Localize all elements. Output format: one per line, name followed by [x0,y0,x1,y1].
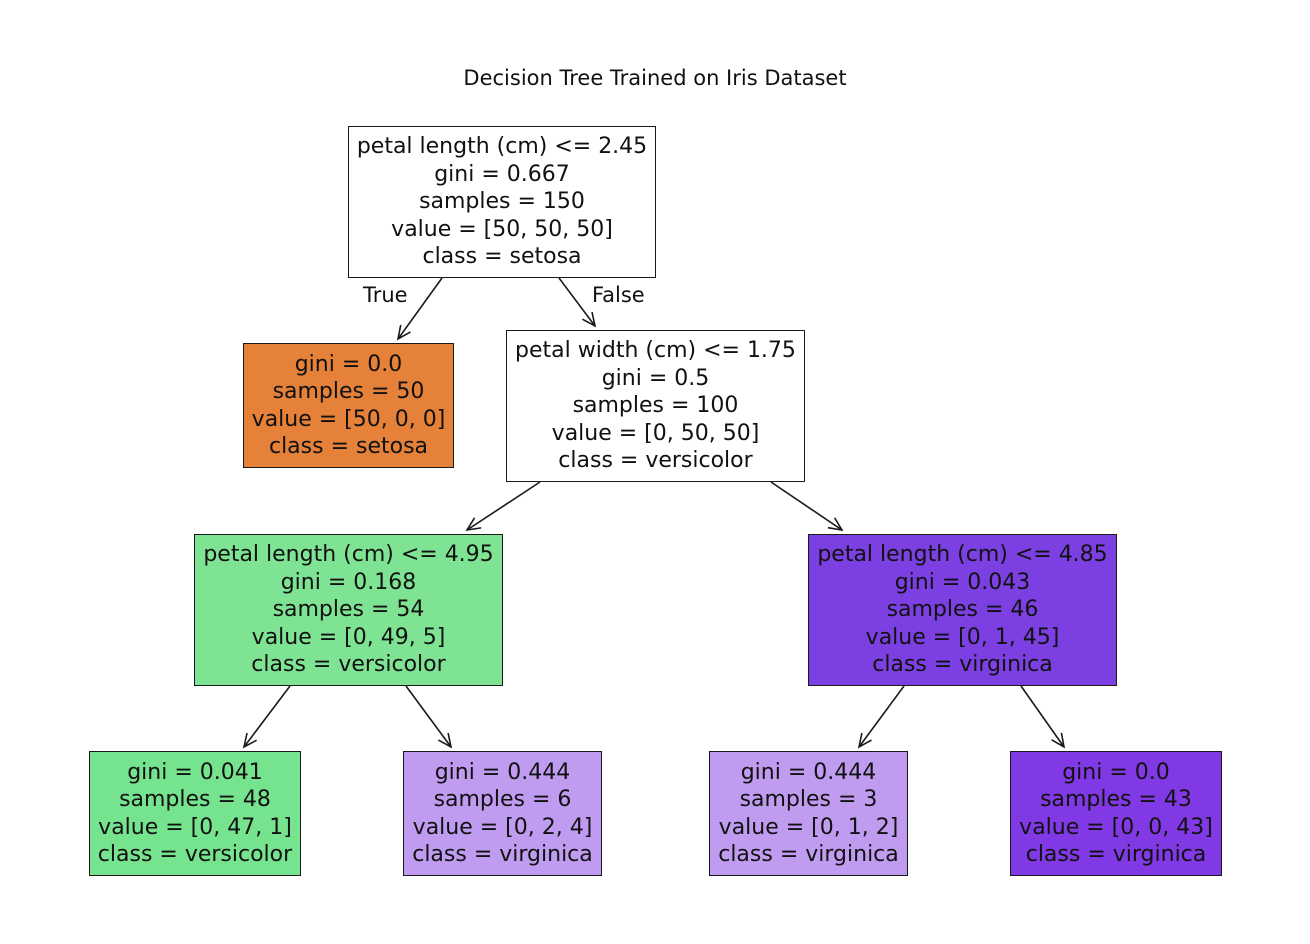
figure-title: Decision Tree Trained on Iris Dataset [463,66,847,90]
node-gini: gini = 0.0 [294,351,403,377]
node-gini: gini = 0.5 [601,365,710,391]
node-class: class = virginica [412,842,593,867]
node-leaf-virginica-43: gini = 0.0 samples = 43 value = [0, 0, 4… [1010,751,1222,876]
edge-left-to-virginica-leaf [405,685,453,749]
edge-root-to-setosa [396,277,443,341]
node-class: class = setosa [268,434,429,459]
node-value: value = [0, 1, 2] [718,814,899,840]
node-class: class = setosa [422,244,582,270]
node-value: value = [0, 1, 45] [865,624,1060,650]
node-class: class = versicolor [251,652,446,678]
node-gini: gini = 0.043 [894,569,1031,595]
edge-label-true: True [363,283,408,307]
edge-left-to-versicolor-leaf [242,685,291,749]
node-leaf-virginica-3: gini = 0.444 samples = 3 value = [0, 1, … [709,751,908,876]
node-gini: gini = 0.444 [434,759,571,785]
node-samples: samples = 54 [272,597,425,623]
node-split-rule: petal length (cm) <= 4.85 [817,542,1108,568]
node-leaf-setosa: gini = 0.0 samples = 50 value = [50, 0, … [243,343,454,468]
node-samples: samples = 50 [272,379,425,404]
node-samples: samples = 6 [433,787,572,812]
node-split-rule: petal length (cm) <= 2.45 [356,134,648,160]
node-petal-length-4.85-split: petal length (cm) <= 4.85 gini = 0.043 s… [808,534,1117,686]
node-gini: gini = 0.444 [740,759,877,785]
node-samples: samples = 48 [119,787,271,812]
node-samples: samples = 43 [1040,787,1192,812]
node-value: value = [0, 2, 4] [412,814,593,840]
node-class: class = virginica [1025,842,1207,867]
edge-root-to-petal-width [558,277,597,328]
edge-label-false: False [592,283,645,307]
node-split-rule: petal width (cm) <= 1.75 [515,338,796,364]
node-value: value = [50, 0, 0] [251,406,446,432]
node-split-rule: petal length (cm) <= 4.95 [203,542,494,568]
node-samples: samples = 100 [572,393,739,419]
node-gini: gini = 0.0 [1062,759,1170,785]
node-petal-width-split: petal width (cm) <= 1.75 gini = 0.5 samp… [506,330,805,482]
node-root: petal length (cm) <= 2.45 gini = 0.667 s… [348,126,656,278]
node-gini: gini = 0.041 [127,759,263,785]
node-gini: gini = 0.667 [434,161,570,187]
node-samples: samples = 46 [886,597,1039,623]
node-class: class = virginica [872,652,1053,678]
node-samples: samples = 150 [419,189,585,215]
edge-petal-width-to-left [465,481,541,532]
node-value: value = [0, 49, 5] [251,624,446,650]
node-gini: gini = 0.168 [280,569,417,595]
node-value: value = [50, 50, 50] [391,216,613,242]
node-value: value = [0, 47, 1] [98,814,292,840]
edge-right-to-virginica-leaf-43 [1020,685,1066,749]
node-class: class = virginica [718,842,899,867]
node-leaf-virginica-6: gini = 0.444 samples = 6 value = [0, 2, … [403,751,602,876]
node-class: class = versicolor [97,842,293,867]
node-class: class = versicolor [558,448,753,474]
edge-petal-width-to-right [770,481,844,532]
node-leaf-versicolor-48: gini = 0.041 samples = 48 value = [0, 47… [89,751,301,876]
node-petal-length-4.95-split: petal length (cm) <= 4.95 gini = 0.168 s… [194,534,503,686]
node-value: value = [0, 0, 43] [1019,814,1213,840]
node-samples: samples = 3 [739,787,878,812]
node-value: value = [0, 50, 50] [551,420,760,446]
edge-right-to-virginica-leaf-3 [857,685,905,749]
